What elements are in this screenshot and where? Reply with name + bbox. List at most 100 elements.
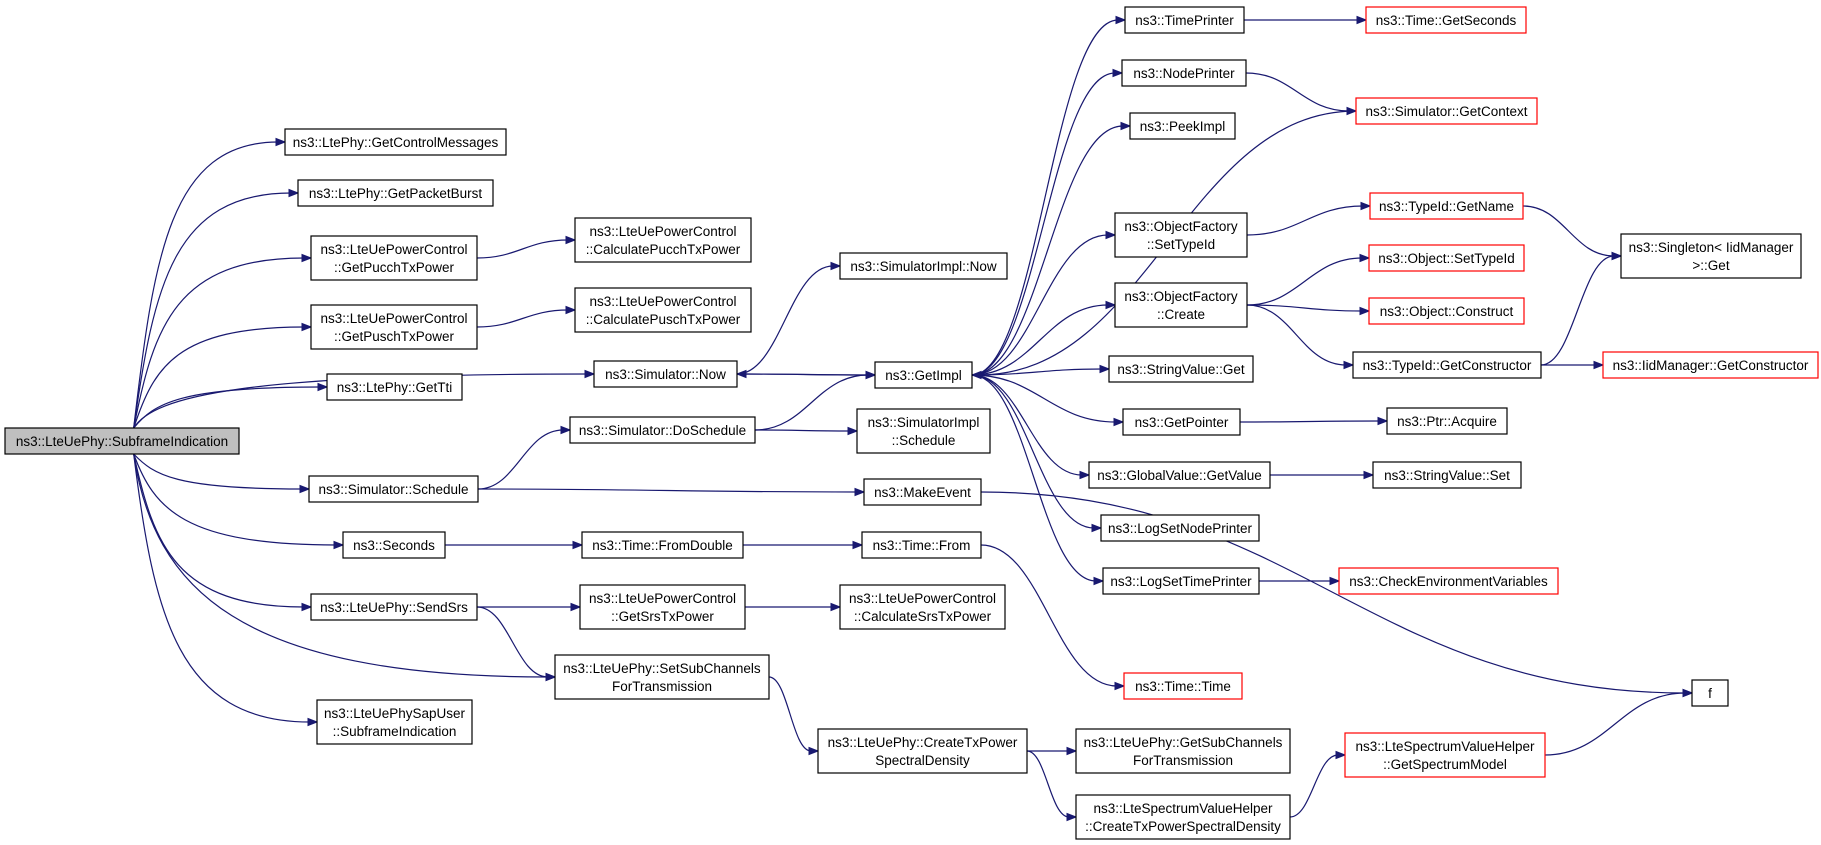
node-box[interactable] — [1368, 297, 1525, 325]
node-box[interactable] — [1075, 728, 1291, 774]
node-box[interactable] — [1122, 408, 1241, 436]
node-ns3-stringvalue-get[interactable]: ns3::StringValue::Get — [1108, 355, 1254, 383]
node-box[interactable] — [554, 654, 770, 700]
node-box[interactable] — [1352, 351, 1542, 379]
node-box[interactable] — [1368, 244, 1525, 272]
node-ns3-stringvalue-set[interactable]: ns3::StringValue::Set — [1372, 461, 1522, 489]
node-ns3-simulator-getcontext[interactable]: ns3::Simulator::GetContext — [1355, 97, 1538, 125]
node-ns3-lteuepowercontrol-getpuschtxpower[interactable]: ns3::LteUePowerControl::GetPuschTxPower — [310, 304, 478, 350]
node-box[interactable] — [297, 179, 494, 207]
node-box[interactable] — [1114, 282, 1248, 328]
node-ns3-lteuephy-subframeindication[interactable]: ns3::LteUePhy::SubframeIndication — [4, 427, 240, 455]
node-box[interactable] — [579, 584, 746, 630]
node-box[interactable] — [1620, 233, 1802, 279]
node-ns3-singleton-iidmanager-get[interactable]: ns3::Singleton< IidManager>::Get — [1620, 233, 1802, 279]
node-ns3-globalvalue-getvalue[interactable]: ns3::GlobalValue::GetValue — [1088, 461, 1271, 489]
node-box[interactable] — [316, 699, 473, 745]
node-ns3-time-getseconds[interactable]: ns3::Time::GetSeconds — [1365, 6, 1527, 34]
node-ns3-simulator-schedule[interactable]: ns3::Simulator::Schedule — [308, 475, 479, 503]
node-ns3-iidmanager-getconstructor[interactable]: ns3::IidManager::GetConstructor — [1602, 351, 1819, 379]
node-ns3-simulator-doschedule[interactable]: ns3::Simulator::DoSchedule — [569, 416, 756, 444]
node-ns3-ltespectrumvaluehelper-getspectrummodel[interactable]: ns3::LteSpectrumValueHelper::GetSpectrum… — [1344, 732, 1546, 778]
node-box[interactable] — [326, 373, 463, 401]
node-box[interactable] — [1365, 6, 1527, 34]
node-ns3-lteuephy-createtxpower-spectraldensity[interactable]: ns3::LteUePhy::CreateTxPowerSpectralDens… — [817, 728, 1028, 774]
node-f[interactable]: f — [1691, 679, 1729, 707]
node-box[interactable] — [839, 252, 1008, 280]
node-box[interactable] — [342, 531, 446, 559]
node-box[interactable] — [1088, 461, 1271, 489]
node-box[interactable] — [593, 360, 738, 388]
node-ns3-objectfactory-create[interactable]: ns3::ObjectFactory::Create — [1114, 282, 1248, 328]
node-box[interactable] — [569, 416, 756, 444]
node-box[interactable] — [574, 287, 752, 333]
node-ns3-time-from[interactable]: ns3::Time::From — [861, 531, 982, 559]
node-box[interactable] — [861, 531, 982, 559]
node-ns3-lteuepowercontrol-getsrstxpower[interactable]: ns3::LteUePowerControl::GetSrsTxPower — [579, 584, 746, 630]
node-ns3-lteuephy-getsubchannels-fortransmission[interactable]: ns3::LteUePhy::GetSubChannelsForTransmis… — [1075, 728, 1291, 774]
node-box[interactable] — [817, 728, 1028, 774]
node-ns3-ptr-acquire[interactable]: ns3::Ptr::Acquire — [1386, 407, 1508, 435]
node-box[interactable] — [1691, 679, 1729, 707]
node-box[interactable] — [1102, 567, 1260, 595]
node-box[interactable] — [856, 408, 991, 454]
node-ns3-simulatorimpl-schedule[interactable]: ns3::SimulatorImpl::Schedule — [856, 408, 991, 454]
node-box[interactable] — [1602, 351, 1819, 379]
node-ns3-getpointer[interactable]: ns3::GetPointer — [1122, 408, 1241, 436]
node-box[interactable] — [4, 427, 240, 455]
node-box[interactable] — [310, 593, 478, 621]
node-ns3-simulatorimpl-now[interactable]: ns3::SimulatorImpl::Now — [839, 252, 1008, 280]
node-box[interactable] — [1129, 112, 1236, 140]
node-box[interactable] — [1124, 6, 1245, 34]
node-ns3-lteuepowercontrol-calculatesrstxpower[interactable]: ns3::LteUePowerControl::CalculateSrsTxPo… — [839, 584, 1006, 630]
node-ns3-logsettimeprinter[interactable]: ns3::LogSetTimePrinter — [1102, 567, 1260, 595]
node-box[interactable] — [1121, 59, 1247, 87]
node-box[interactable] — [1114, 212, 1248, 258]
node-ns3-time-fromdouble[interactable]: ns3::Time::FromDouble — [581, 531, 744, 559]
node-box[interactable] — [310, 235, 478, 281]
node-box[interactable] — [1100, 514, 1260, 542]
node-ns3-makeevent[interactable]: ns3::MakeEvent — [863, 478, 982, 506]
node-ns3-objectfactory-settypeid[interactable]: ns3::ObjectFactory::SetTypeId — [1114, 212, 1248, 258]
node-ns3-object-settypeid[interactable]: ns3::Object::SetTypeId — [1368, 244, 1525, 272]
node-ns3-nodeprinter[interactable]: ns3::NodePrinter — [1121, 59, 1247, 87]
node-box[interactable] — [1344, 732, 1546, 778]
node-box[interactable] — [1369, 192, 1524, 220]
node-box[interactable] — [863, 478, 982, 506]
node-ns3-ltephy-getcontrolmessages[interactable]: ns3::LtePhy::GetControlMessages — [284, 128, 507, 156]
node-ns3-time-time[interactable]: ns3::Time::Time — [1123, 672, 1243, 700]
node-box[interactable] — [1338, 567, 1559, 595]
node-box[interactable] — [581, 531, 744, 559]
node-box[interactable] — [1386, 407, 1508, 435]
node-ns3-ltephy-getpacketburst[interactable]: ns3::LtePhy::GetPacketBurst — [297, 179, 494, 207]
node-ns3-typeid-getname[interactable]: ns3::TypeId::GetName — [1369, 192, 1524, 220]
node-box[interactable] — [310, 304, 478, 350]
node-ns3-lteuepowercontrol-calculatepuschtxpower[interactable]: ns3::LteUePowerControl::CalculatePuschTx… — [574, 287, 752, 333]
node-box[interactable] — [1355, 97, 1538, 125]
node-box[interactable] — [308, 475, 479, 503]
node-ns3-logsetnodeprinter[interactable]: ns3::LogSetNodePrinter — [1100, 514, 1260, 542]
node-ns3-typeid-getconstructor[interactable]: ns3::TypeId::GetConstructor — [1352, 351, 1542, 379]
node-ns3-lteuepowercontrol-getpucchtxpower[interactable]: ns3::LteUePowerControl::GetPucchTxPower — [310, 235, 478, 281]
node-box[interactable] — [1075, 794, 1291, 840]
node-box[interactable] — [874, 361, 973, 389]
node-box[interactable] — [284, 128, 507, 156]
node-ns3-lteuephy-sendsrs[interactable]: ns3::LteUePhy::SendSrs — [310, 593, 478, 621]
node-ns3-seconds[interactable]: ns3::Seconds — [342, 531, 446, 559]
node-ns3-lteuepowercontrol-calculatepucchtxpower[interactable]: ns3::LteUePowerControl::CalculatePucchTx… — [574, 217, 752, 263]
node-ns3-timeprinter[interactable]: ns3::TimePrinter — [1124, 6, 1245, 34]
node-ns3-simulator-now[interactable]: ns3::Simulator::Now — [593, 360, 738, 388]
node-box[interactable] — [574, 217, 752, 263]
node-ns3-ltephy-gettti[interactable]: ns3::LtePhy::GetTti — [326, 373, 463, 401]
node-box[interactable] — [839, 584, 1006, 630]
node-ns3-lteuephy-setsubchannels-fortransmission[interactable]: ns3::LteUePhy::SetSubChannelsForTransmis… — [554, 654, 770, 700]
node-ns3-object-construct[interactable]: ns3::Object::Construct — [1368, 297, 1525, 325]
node-ns3-checkenvironmentvariables[interactable]: ns3::CheckEnvironmentVariables — [1338, 567, 1559, 595]
node-box[interactable] — [1108, 355, 1254, 383]
node-ns3-getimpl[interactable]: ns3::GetImpl — [874, 361, 973, 389]
node-box[interactable] — [1372, 461, 1522, 489]
node-ns3-lteuephysapuser-subframeindication[interactable]: ns3::LteUePhySapUser::SubframeIndication — [316, 699, 473, 745]
node-ns3-peekimpl[interactable]: ns3::PeekImpl — [1129, 112, 1236, 140]
node-ns3-ltespectrumvaluehelper-createtxpowerspectraldensity[interactable]: ns3::LteSpectrumValueHelper::CreateTxPow… — [1075, 794, 1291, 840]
node-box[interactable] — [1123, 672, 1243, 700]
